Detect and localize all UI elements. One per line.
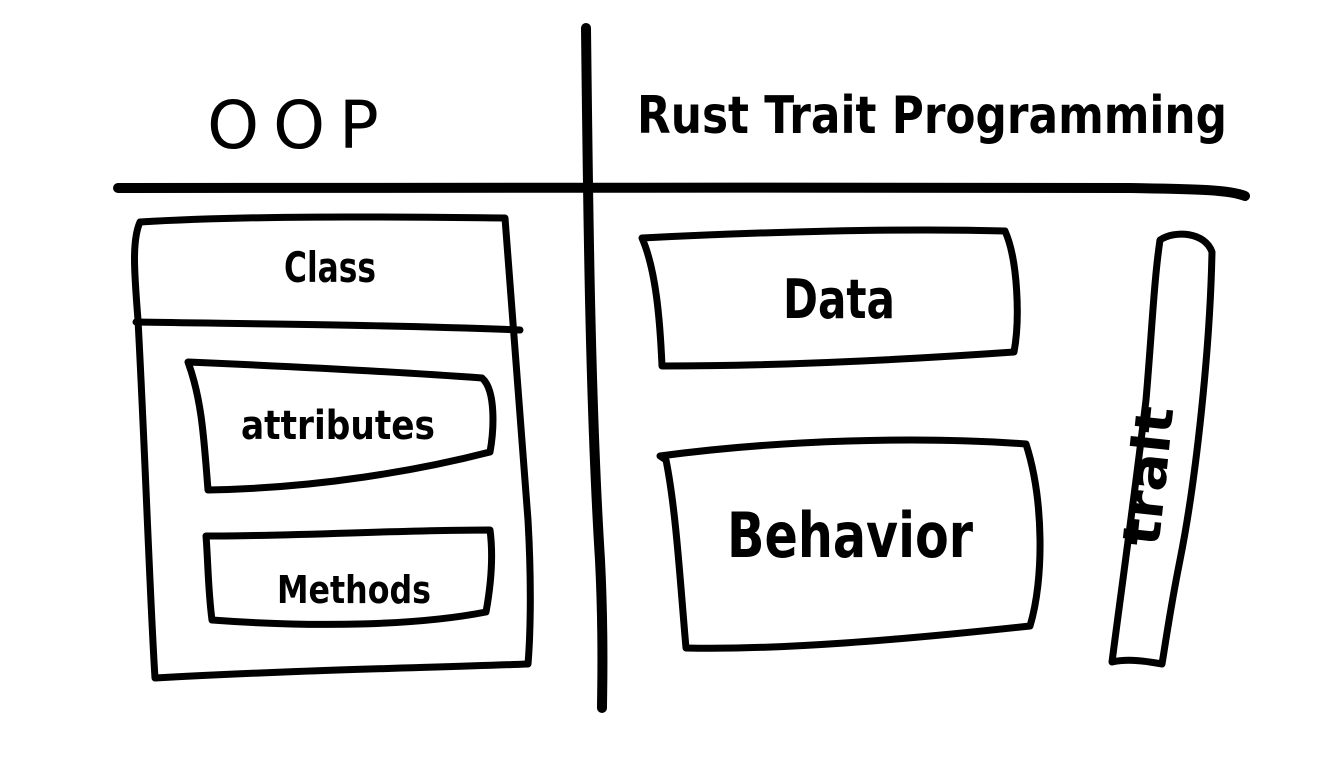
vertical-divider — [581, 23, 608, 713]
class-title: Class — [284, 243, 376, 292]
methods-box — [202, 526, 496, 628]
attributes-box — [184, 358, 497, 494]
data-box — [638, 226, 1021, 370]
class-header-divider — [132, 318, 524, 334]
horizontal-divider — [113, 182, 1250, 201]
oop-heading: OOP — [207, 87, 393, 164]
behavior-label: Behavior — [727, 499, 973, 572]
attributes-label: attributes — [241, 403, 435, 449]
class-box — [131, 213, 534, 682]
trait-label: trait — [1112, 403, 1186, 549]
data-label: Data — [783, 268, 895, 331]
methods-label: Methods — [277, 568, 431, 612]
behavior-box — [656, 436, 1044, 652]
trait-box — [1108, 230, 1216, 668]
rust-heading: Rust Trait Programming — [637, 86, 1227, 146]
